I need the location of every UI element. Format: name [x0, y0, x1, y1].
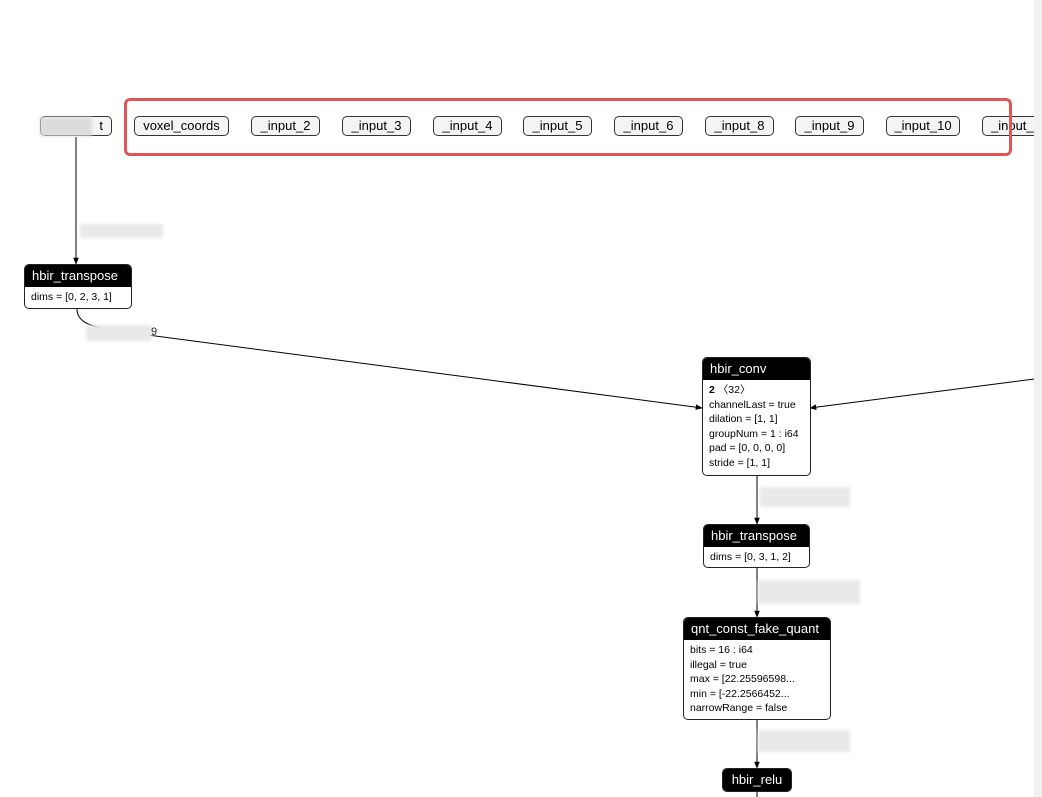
input-node-label: _input_6	[623, 118, 674, 133]
input-node-input-2[interactable]: _input_2	[251, 116, 320, 136]
input-node-label: _input_1	[991, 118, 1041, 133]
node-attr: max = [22.25596598...	[690, 673, 795, 685]
input-node-label: _input_2	[260, 118, 311, 133]
node-attr: bits = 16 : i64	[690, 644, 753, 656]
input-node-label: _input_9	[804, 118, 855, 133]
input-node-input-10[interactable]: _input_10	[886, 116, 960, 136]
input-node-label: _input_3	[351, 118, 402, 133]
redaction	[80, 224, 163, 238]
node-attrs: dims = [0, 3, 1, 2]	[704, 547, 809, 567]
node-attr: pad = [0, 0, 0, 0]	[709, 442, 786, 454]
redaction	[758, 730, 850, 752]
node-title: qnt_const_fake_quant	[684, 618, 830, 640]
node-attrs: dims = [0, 2, 3, 1]	[25, 287, 131, 308]
input-node-label: _input_8	[714, 118, 765, 133]
redaction	[40, 117, 92, 136]
input-node-first-label: t	[99, 118, 103, 133]
node-title: hbir_transpose	[25, 265, 131, 287]
node-attr: dims = [0, 3, 1, 2]	[710, 551, 791, 563]
input-node-label: _input_5	[532, 118, 583, 133]
input-node-input-9[interactable]: _input_9	[795, 116, 864, 136]
redaction	[758, 580, 860, 604]
edge-label: 9	[151, 326, 157, 338]
node-attr: dims = [0, 2, 3, 1]	[31, 291, 112, 303]
node-attr: stride = [1, 1]	[709, 456, 770, 469]
node-attr-shape: 〈32〉	[717, 384, 751, 396]
edge-right-to-conv	[809, 377, 1042, 410]
node-attr: dilation = [1, 1]	[709, 413, 778, 425]
input-node-label: _input_10	[894, 118, 952, 133]
node-attrs: 2 〈32〉 channelLast = true dilation = [1,…	[703, 380, 810, 473]
input-node-input-3[interactable]: _input_3	[342, 116, 411, 136]
node-hbir-relu[interactable]: hbir_relu	[722, 768, 792, 792]
edge-transpose-to-conv	[76, 308, 703, 410]
node-attr: channelLast = true	[709, 398, 796, 411]
input-node-label: _input_4	[442, 118, 493, 133]
node-title: hbir_conv	[703, 358, 810, 380]
node-title: hbir_relu	[723, 769, 791, 791]
node-attrs: bits = 16 : i64 illegal = true max = [22…	[684, 640, 830, 719]
input-node-input-1x[interactable]: _input_1	[982, 116, 1042, 136]
input-node-input-6[interactable]: _input_6	[614, 116, 683, 136]
input-node-voxel-coords[interactable]: voxel_coords	[134, 116, 229, 136]
edge-label-text: 9	[151, 326, 158, 338]
vertical-scrollbar[interactable]	[1034, 0, 1042, 797]
redaction	[760, 487, 850, 507]
highlight-box	[124, 98, 1012, 156]
input-node-input-5[interactable]: _input_5	[523, 116, 592, 136]
node-attr-bold: 2	[709, 384, 715, 396]
redaction	[86, 325, 152, 341]
node-attr: narrowRange = false	[690, 702, 788, 714]
node-qnt-const-fake-quant[interactable]: qnt_const_fake_quant bits = 16 : i64 ill…	[683, 617, 831, 720]
node-attr: groupNum = 1 : i64	[709, 427, 799, 440]
node-title: hbir_transpose	[704, 525, 809, 547]
node-hbir-conv[interactable]: hbir_conv 2 〈32〉 channelLast = true dila…	[702, 357, 811, 476]
node-hbir-transpose-2[interactable]: hbir_transpose dims = [0, 3, 1, 2]	[703, 524, 810, 568]
input-node-input-8[interactable]: _input_8	[705, 116, 774, 136]
node-attr: illegal = true	[690, 658, 747, 671]
node-hbir-transpose-1[interactable]: hbir_transpose dims = [0, 2, 3, 1]	[24, 264, 132, 309]
node-attr: min = [-22.2566452...	[690, 687, 790, 700]
input-node-input-4[interactable]: _input_4	[433, 116, 502, 136]
input-node-label: voxel_coords	[143, 118, 220, 133]
node-attr-first: 2 〈32〉	[709, 383, 804, 398]
